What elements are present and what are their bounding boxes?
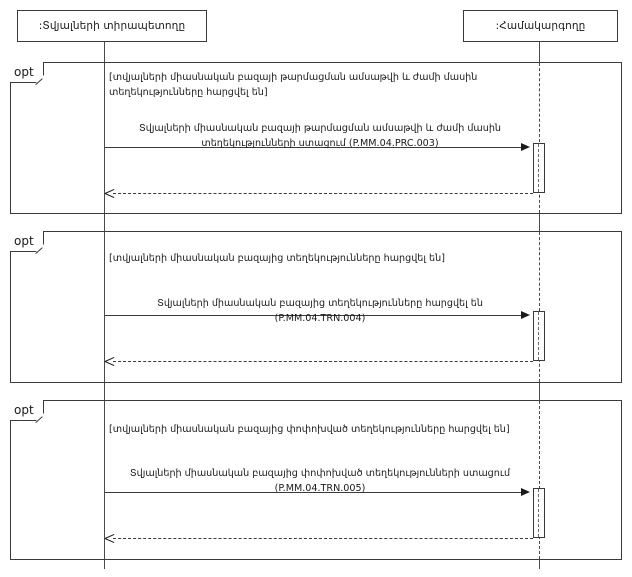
return-message-line-2[interactable]: [113, 361, 533, 362]
lifeline-stem-data-owner-head: [104, 42, 105, 63]
lifeline-head-coordinator[interactable]: :Համակարգողը: [463, 10, 618, 42]
message-label-3: Տվյալների միասնական բազայից փոփոխված տեղ…: [129, 468, 511, 494]
lifeline-stem-data-owner-gap1: [104, 213, 105, 232]
activation-bar-inner-3: [538, 489, 539, 537]
return-arrowhead-1: [105, 189, 114, 198]
activation-bar-inner-1: [538, 144, 539, 192]
fragment-operator-label-1: opt: [10, 62, 44, 83]
lifeline-stem-data-owner-frag1: [104, 63, 105, 213]
activation-bar-1[interactable]: [533, 143, 545, 193]
activation-bar-inner-2: [538, 312, 539, 360]
lifeline-stem-data-owner-frag2: [104, 232, 105, 382]
lifeline-stem-coordinator-frag1: [539, 63, 540, 213]
message-label-1: Տվյալների միասնական բազայի թարմացման ամս…: [138, 123, 501, 149]
fragment-operator-label-2: opt: [10, 231, 44, 252]
return-message-line-1[interactable]: [113, 193, 533, 194]
lifeline-stem-coordinator-head: [539, 42, 540, 63]
lifeline-label-coordinator: :Համակարգողը: [495, 20, 586, 32]
message-label-2: Տվյալների միասնական բազայից տեղեկություն…: [157, 298, 483, 324]
lifeline-label-data-owner: :Տվյալների տիրապետողը: [38, 20, 186, 32]
lifeline-stem-coordinator-tail: [539, 559, 540, 569]
activation-bar-2[interactable]: [533, 311, 545, 361]
fragment-operator-label-3: opt: [10, 400, 44, 421]
lifeline-stem-coordinator-gap1: [539, 213, 540, 232]
call-arrowhead-2: [521, 310, 530, 319]
lifeline-stem-coordinator-frag3: [539, 401, 540, 559]
return-message-line-3[interactable]: [113, 538, 533, 539]
return-arrowhead-3: [105, 534, 114, 543]
guard-condition-2: [տվյալների միասնական բազայից տեղեկությու…: [109, 253, 445, 264]
activation-bar-3[interactable]: [533, 488, 545, 538]
opt-fragment-2[interactable]: [10, 231, 622, 383]
return-arrowhead-2: [105, 357, 114, 366]
call-message-line-2[interactable]: [105, 315, 521, 316]
guard-condition-1: [տվյալների միասնական բազայի թարմացման ամ…: [109, 72, 478, 98]
call-message-line-3[interactable]: [105, 492, 521, 493]
guard-condition-3: [տվյալների միասնական բազայից փոփոխված տե…: [109, 424, 510, 435]
lifeline-stem-coordinator-gap2: [539, 382, 540, 401]
call-arrowhead-3: [521, 487, 530, 496]
lifeline-stem-data-owner-gap2: [104, 382, 105, 401]
call-arrowhead-1: [521, 142, 530, 151]
opt-fragment-1[interactable]: [10, 62, 622, 214]
lifeline-head-data-owner[interactable]: :Տվյալների տիրապետողը: [17, 10, 207, 42]
call-message-line-1[interactable]: [105, 147, 521, 148]
lifeline-stem-data-owner-tail: [104, 559, 105, 569]
lifeline-stem-coordinator-frag2: [539, 232, 540, 382]
lifeline-stem-data-owner-frag3: [104, 401, 105, 559]
opt-fragment-3[interactable]: [10, 400, 622, 560]
